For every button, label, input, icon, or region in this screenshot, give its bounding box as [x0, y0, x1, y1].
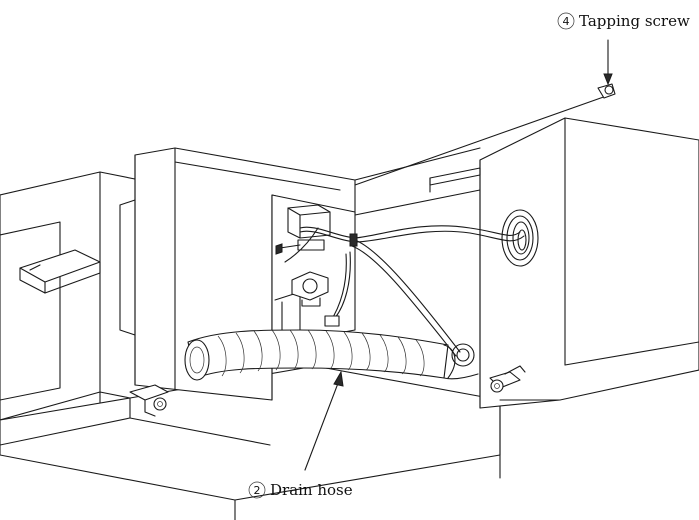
- tapping-screw: [597, 83, 616, 99]
- left-bracket: [19, 249, 101, 294]
- bottom-bracket: [129, 384, 169, 417]
- drain-hose-label: Drain hose: [270, 481, 353, 499]
- tapping-screw-number: 4: [563, 15, 570, 28]
- coiled-wire: [501, 209, 539, 267]
- drain-hose-leader: [304, 370, 344, 471]
- switch-block: [275, 204, 331, 255]
- wiring-harness: [284, 225, 525, 357]
- tapping-screw-leader: [603, 39, 613, 86]
- drain-hose: [184, 329, 479, 381]
- tapping-screw-label: Tapping screw: [579, 12, 690, 30]
- right-bracket: [489, 365, 526, 393]
- drain-hose-callout: 2 Drain hose: [248, 481, 353, 499]
- tapping-screw-callout: 4 Tapping screw: [557, 12, 690, 30]
- right-housing: [354, 93, 699, 409]
- float-switch: [291, 271, 329, 307]
- left-casing: [0, 171, 141, 421]
- drain-hose-number: 2: [254, 484, 261, 497]
